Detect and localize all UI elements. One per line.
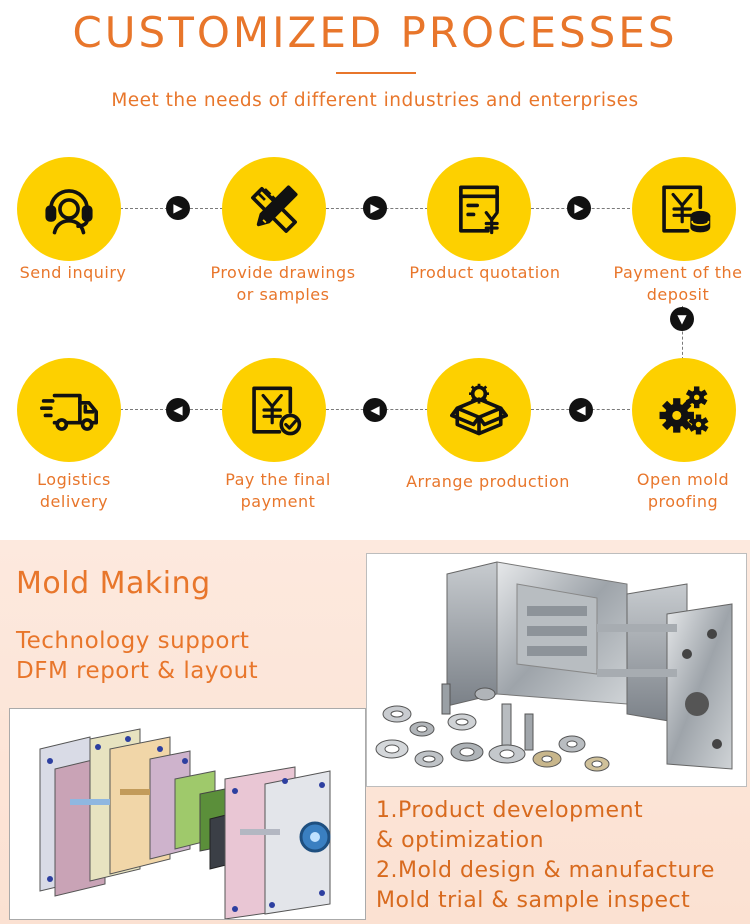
arrow-right-icon: ▶	[166, 196, 190, 220]
service-list-item: 1.Product development	[376, 798, 644, 823]
mold-parts-photo	[366, 553, 747, 787]
service-list-item: 2.Mold design & manufacture	[376, 858, 715, 883]
quotation-document-icon	[459, 185, 499, 235]
step-pay-final-payment	[222, 358, 326, 462]
yen-check-icon	[252, 386, 302, 436]
arrow-right-icon: ▶	[363, 196, 387, 220]
step-provide-drawings	[222, 157, 326, 261]
step-label: Arrange production	[406, 472, 570, 491]
arrow-down-icon: ▼	[670, 307, 694, 331]
mold-cad-render	[9, 708, 366, 920]
step-send-inquiry	[17, 157, 121, 261]
step-payment-deposit	[632, 157, 736, 261]
box-gear-icon	[450, 383, 508, 436]
title-divider	[336, 72, 416, 74]
yen-coins-icon	[662, 185, 711, 233]
step-label: Product quotation	[409, 263, 561, 282]
page-subtitle: Meet the needs of different industries a…	[111, 90, 639, 111]
step-arrange-production	[427, 358, 531, 462]
arrow-left-icon: ◀	[166, 398, 190, 422]
arrow-left-icon: ◀	[363, 398, 387, 422]
gears-icon	[659, 386, 709, 435]
step-logistics-delivery	[17, 358, 121, 462]
step-open-mold-proofing	[632, 358, 736, 462]
step-product-quotation	[427, 157, 531, 261]
pencil-ruler-icon	[251, 185, 298, 233]
mold-making-line: DFM report & layout	[16, 658, 259, 684]
page-title: CUSTOMIZED PROCESSES	[72, 8, 678, 57]
mold-making-title: Mold Making	[16, 566, 211, 601]
step-label: Send inquiry	[19, 263, 127, 282]
arrow-right-icon: ▶	[567, 196, 591, 220]
mold-making-line: Technology support	[16, 628, 250, 654]
connector-line	[682, 306, 683, 360]
service-list-item: & optimization	[376, 828, 545, 853]
arrow-left-icon: ◀	[569, 398, 593, 422]
service-list-item: Mold trial & sample inspect	[376, 888, 691, 913]
delivery-truck-icon	[40, 393, 98, 431]
headset-icon	[45, 189, 93, 235]
